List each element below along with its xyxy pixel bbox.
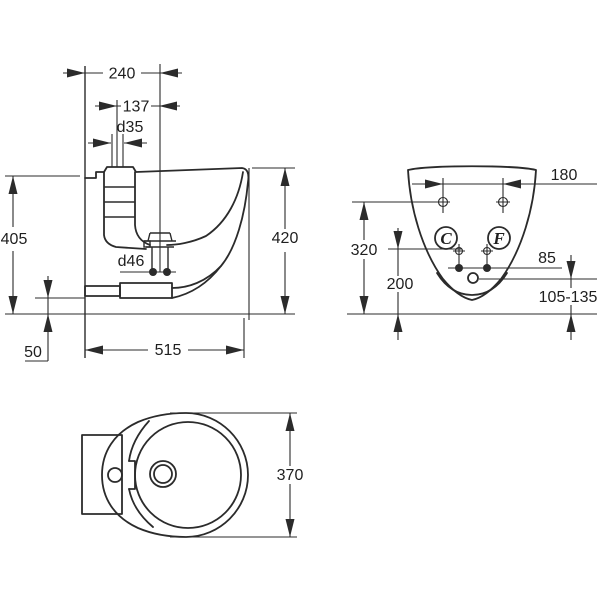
dim-370: 370 [170,412,304,538]
dim-320-label: 320 [351,242,378,259]
supply-points: 85 [448,244,562,272]
dim-515-label: 515 [155,342,182,359]
dim-240-label: 240 [109,66,136,83]
dim-105-135: 105-135 [539,255,598,340]
back-channel-right-wall [134,171,151,246]
tap-hole-circle [107,467,123,483]
dim-d46-label: d46 [118,253,145,270]
back-channel-rungs [104,186,135,218]
drain-outlet-circle [467,272,479,284]
shell-lower-curve [171,265,222,299]
plan-view: 370 [81,412,304,538]
hot-connection-circle [487,226,511,250]
plan-drain [149,460,177,488]
side-view: 240 137 d35 405 [1,64,299,362]
dim-200-label: 200 [387,276,414,293]
dim-180: 180 [412,167,597,189]
dim-240: 240 [63,66,182,83]
back-channel-left-wall [103,171,147,250]
drain-pipe [151,247,169,272]
rear-view: 180 C F 85 [347,165,598,340]
dim-420: 420 [248,167,299,320]
dim-50: 50 [24,276,53,362]
dim-105-135-label: 105-135 [539,289,598,306]
hot-connection-label: F [492,229,505,248]
plan-rim-left-edge [128,420,154,528]
dim-137: 137 [95,99,180,116]
dim-137-label: 137 [123,99,150,116]
dim-370-label: 370 [277,467,304,484]
tap-hole-edges [111,134,124,167]
dim-d35: d35 [88,119,147,148]
dim-d46: d46 [118,253,176,273]
rear-rim-inner-arc [436,272,508,296]
bidet-side-profile [84,166,250,289]
dim-405: 405 [1,175,80,314]
dim-515: 515 [85,318,245,359]
dim-d35-label: d35 [117,119,144,136]
dim-85-label: 85 [538,250,556,267]
cold-connection-label: C [440,229,452,248]
dim-50-label: 50 [24,344,42,361]
hot-connection: F [487,226,511,250]
dim-180-label: 180 [551,167,578,184]
cold-connection: C [434,226,458,250]
bowl-inner-profile [166,171,244,246]
rear-drain-outlet [467,272,597,284]
bowl-circle [134,421,242,529]
drain-fitting [143,232,176,276]
dim-320: 320 [351,201,438,314]
plan-outline [101,412,249,538]
dim-420-label: 420 [272,230,299,247]
outlet-pipe [84,282,173,299]
dim-200: 200 [387,228,462,340]
dim-405-label: 405 [1,231,28,248]
